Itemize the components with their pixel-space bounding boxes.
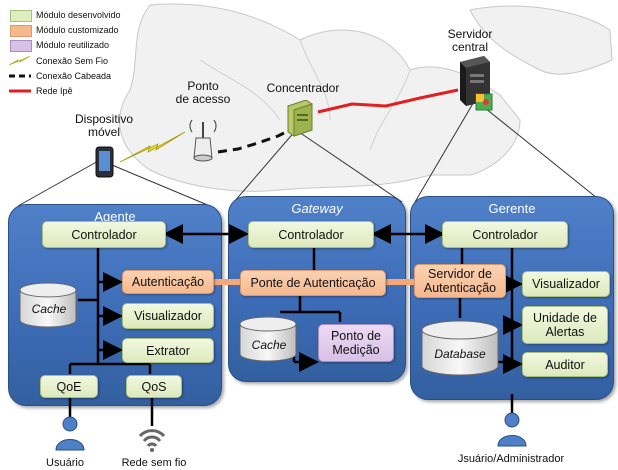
legend-swatch-custom	[10, 25, 32, 37]
agente-controlador: Controlador	[42, 221, 166, 248]
legend-label: Rede Ipê	[36, 86, 73, 96]
gerente-database-cylinder	[421, 320, 499, 376]
agente-visualizador: Visualizador	[122, 303, 214, 329]
gateway-cache-cylinder	[239, 316, 297, 362]
gateway-controlador: Controlador	[248, 221, 374, 248]
server-icon	[460, 56, 493, 111]
agente-autenticacao: Autenticação	[122, 270, 214, 294]
red-line-icon	[9, 89, 31, 93]
wireless-icon	[8, 55, 31, 66]
gerente-controlador: Controlador	[442, 221, 568, 248]
access-point-icon	[189, 119, 217, 162]
gateway-cache-label: Cache	[251, 338, 287, 352]
dashed-line-icon	[9, 74, 31, 78]
agente-cache-cylinder	[19, 282, 77, 328]
legend-swatch-developed	[10, 10, 32, 22]
user-icon	[55, 398, 85, 451]
gateway-ponte: Ponte de Autenticação	[240, 270, 386, 296]
concentrador-label: Concentrador	[266, 81, 340, 95]
agente-qos: QoS	[126, 375, 182, 398]
gerente-title: Gerente	[488, 201, 536, 216]
ponto-label: Ponto de acesso	[175, 79, 231, 106]
gerente-auditor: Auditor	[522, 352, 608, 377]
dispositivo-label: Dispositivo móvel	[74, 112, 134, 139]
rede-label: Rede sem fio	[121, 457, 187, 469]
gateway-ponto-medicao: Ponto de Medição	[318, 324, 394, 362]
gerente-unidade-alertas: Unidade de Alertas	[522, 306, 608, 344]
gerente-visualizador: Visualizador	[522, 271, 610, 297]
admin-label: Jsuário/Administrador	[457, 453, 565, 465]
gerente-servidor-auth: Servidor de Autenticação	[414, 264, 506, 298]
agente-title: Agente	[94, 209, 136, 224]
mobile-device-icon	[95, 146, 114, 178]
legend-label: Módulo desenvolvido	[36, 10, 121, 20]
legend-swatch-reused	[10, 40, 32, 52]
agente-extrator: Extrator	[122, 338, 214, 363]
legend-label: Conexão Cabeada	[36, 71, 112, 81]
wifi-icon	[138, 398, 166, 452]
servidor-label: Servidor central	[447, 27, 493, 54]
gateway-title: Gateway	[291, 201, 343, 216]
legend-label: Conexão Sem Fio	[36, 56, 109, 66]
legend-label: Módulo customizado	[36, 25, 119, 35]
usuario-label: Usuário	[46, 457, 84, 469]
agente-qoe: QoE	[40, 375, 98, 398]
admin-icon	[497, 394, 527, 447]
agente-cache-label: Cache	[31, 302, 67, 316]
legend-label: Módulo reutilizado	[36, 40, 110, 50]
concentrator-icon	[287, 100, 313, 137]
gerente-database-label: Database	[434, 347, 486, 361]
